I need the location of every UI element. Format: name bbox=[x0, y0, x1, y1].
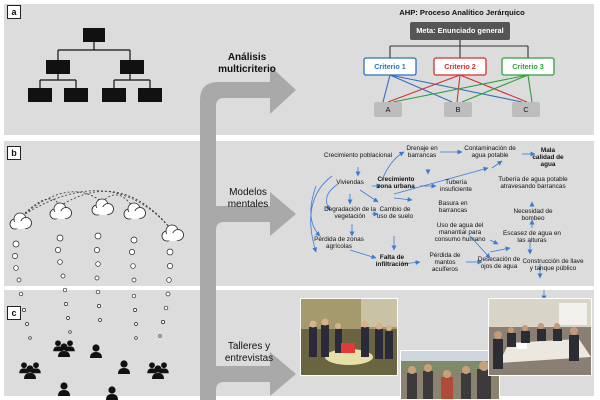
ahp-alternative-c-text: C bbox=[523, 105, 529, 114]
ahp-criterion-1-text: Criterio 1 bbox=[374, 62, 406, 71]
ahp-alternative-a-box bbox=[374, 102, 402, 117]
label-modelos-line1: Modelos bbox=[229, 187, 267, 198]
label-analisis-multicriterio: Análisis multicriterio bbox=[212, 52, 282, 76]
mm-node-degradacion: Degradación de la vegetación bbox=[324, 206, 376, 220]
label-modelos-mentales: Modelos mentales bbox=[218, 187, 278, 211]
panel-tag-b: b bbox=[7, 146, 21, 160]
flow-arrows bbox=[200, 66, 296, 400]
mm-node-construccion: Construcción de llave y tanque público bbox=[522, 258, 584, 272]
mm-node-crecimiento: Crecimiento poblacional bbox=[323, 152, 393, 159]
label-analisis-line1: Análisis bbox=[227, 52, 267, 63]
panel-tag-c: c bbox=[7, 306, 21, 320]
mm-node-drenaje: Drenaje en barrancas bbox=[406, 145, 438, 159]
mm-node-viviendas: Viviendas bbox=[336, 179, 364, 186]
mm-node-escasez: Escasez de agua en las alturas bbox=[503, 230, 561, 244]
ahp-alternative-b-text: B bbox=[455, 105, 461, 114]
ahp-criterion-3-text: Criterio 3 bbox=[512, 62, 544, 71]
panel-tag-a: a bbox=[7, 5, 21, 19]
ahp-criterion-2-text: Criterio 2 bbox=[444, 62, 476, 71]
label-modelos-line2: mentales bbox=[227, 199, 269, 210]
clouds-icon bbox=[9, 190, 184, 242]
mental-model-edges bbox=[310, 149, 547, 301]
mm-node-mala-calidad: Mala calidad de agua bbox=[532, 147, 564, 168]
workshop-photo-meeting bbox=[488, 298, 592, 376]
ahp-title: AHP: Proceso Analítico Jerárquico bbox=[399, 8, 525, 17]
rain-drops-icon bbox=[12, 232, 174, 340]
ahp-alternative-c-box bbox=[512, 102, 540, 117]
ahp-criterion-3-box bbox=[501, 57, 555, 76]
mm-node-cambio-uso: Cambio de uso de suelo bbox=[376, 206, 414, 220]
mm-node-perdida-agricolas: Pérdida de zonas agrícolas bbox=[314, 236, 364, 250]
ahp-goal-text: Meta: Enunciado general bbox=[416, 26, 504, 35]
ahp-goal-box bbox=[410, 22, 510, 40]
label-talleres-line2: entrevistas bbox=[224, 353, 274, 364]
ahp-alternative-a-text: A bbox=[385, 105, 391, 114]
mm-node-perdida-mantos: Pérdida de mantos acuíferos bbox=[429, 252, 461, 273]
label-talleres-entrevistas: Talleres y entrevistas bbox=[216, 341, 282, 365]
mm-node-tuberia-insuficiente: Tubería insuficiente bbox=[440, 179, 472, 193]
ahp-criterion-1-box bbox=[363, 57, 417, 76]
label-talleres-line1: Talleres y bbox=[227, 341, 271, 352]
workshop-photo-outdoor bbox=[400, 350, 500, 400]
mm-node-falta-infiltracion: Falta de infiltración bbox=[375, 254, 409, 268]
mm-node-uso-manantial: Uso de agua del manantial para consumo h… bbox=[434, 222, 486, 243]
label-analisis-line2: multicriterio bbox=[218, 64, 276, 75]
mm-node-tuberia-potable: Tubería de agua potable atravesando barr… bbox=[498, 176, 568, 190]
ahp-links bbox=[382, 40, 533, 103]
ahp-criterion-2-box bbox=[433, 57, 487, 76]
workshop-photo-group bbox=[300, 298, 398, 376]
mm-node-desecacion: Desecación de ojos de agua bbox=[477, 256, 521, 270]
mm-node-contaminacion: Contaminación de agua potable bbox=[464, 145, 516, 159]
ahp-alternative-b-box bbox=[444, 102, 472, 117]
mm-node-crecimiento-zona: Crecimiento zona urbana bbox=[377, 176, 415, 190]
hierarchy-boxes bbox=[28, 28, 162, 102]
mm-node-basura: Basura en barrancas bbox=[438, 200, 468, 214]
mm-node-necesidad-bombeo: Necesidad de bombeo bbox=[513, 208, 553, 222]
people-icon bbox=[19, 340, 169, 400]
hierarchy-icon bbox=[39, 42, 151, 88]
